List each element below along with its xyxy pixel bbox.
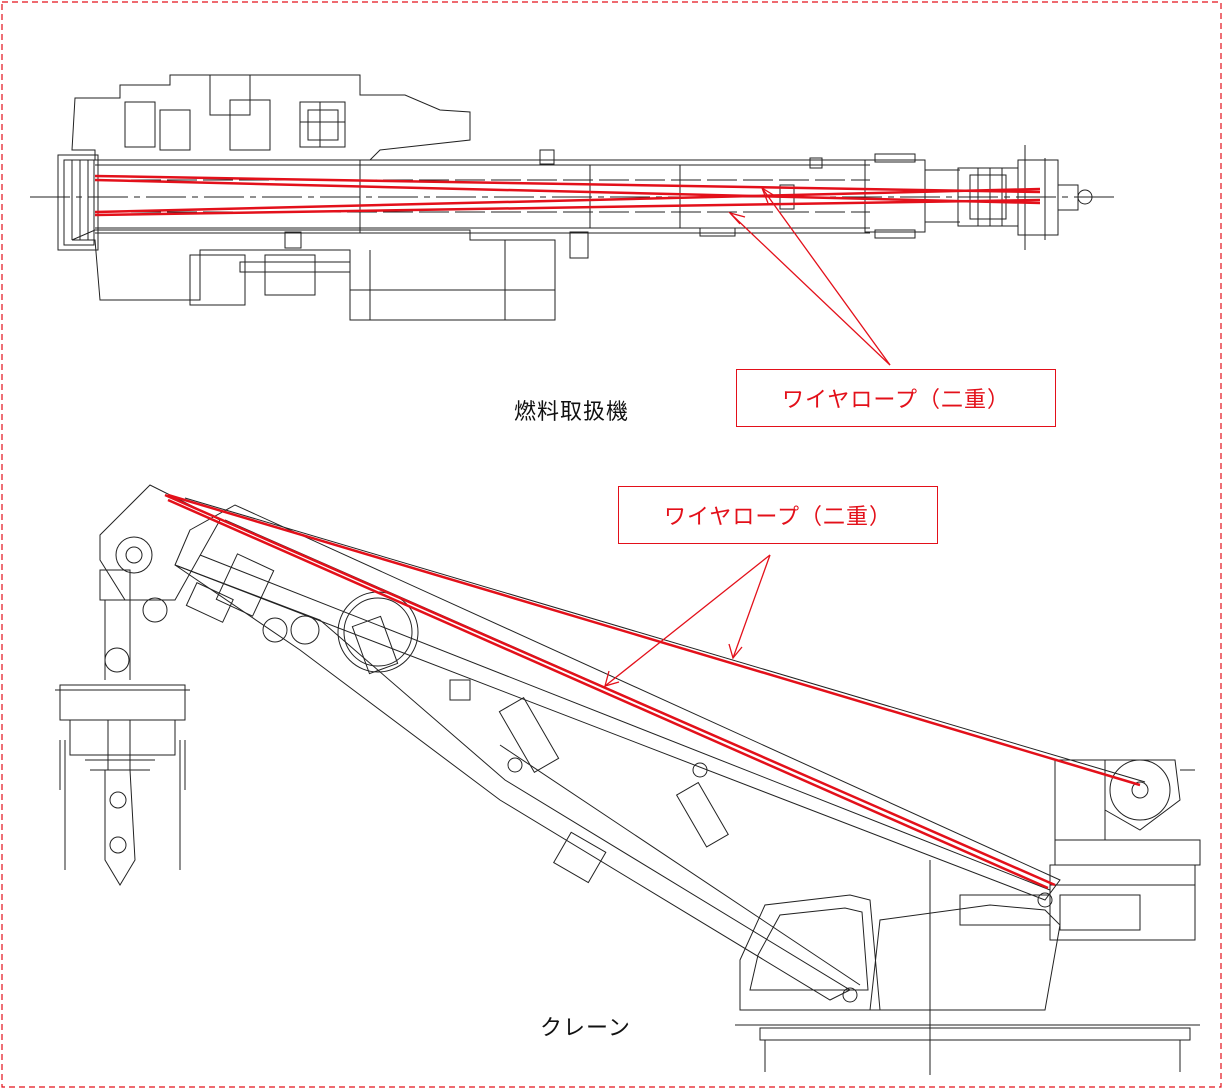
- bottom-callout-label: ワイヤロープ（二重）: [618, 486, 938, 544]
- bottom-boom-upper-chord: [184, 497, 1146, 783]
- fuel-handling-machine-drawing: [30, 74, 1115, 321]
- top-callout-leaders: [728, 186, 891, 366]
- top-caption: 燃料取扱機: [514, 400, 630, 425]
- bottom-caption: クレーン: [540, 1016, 631, 1041]
- top-callout-label: ワイヤロープ（二重）: [736, 369, 1056, 427]
- crane-drawing: [55, 484, 1201, 1075]
- bottom-callout-leaders: [604, 554, 771, 687]
- bottom-wire-rope: [164, 493, 1141, 890]
- top-wire-rope: [94, 174, 1041, 217]
